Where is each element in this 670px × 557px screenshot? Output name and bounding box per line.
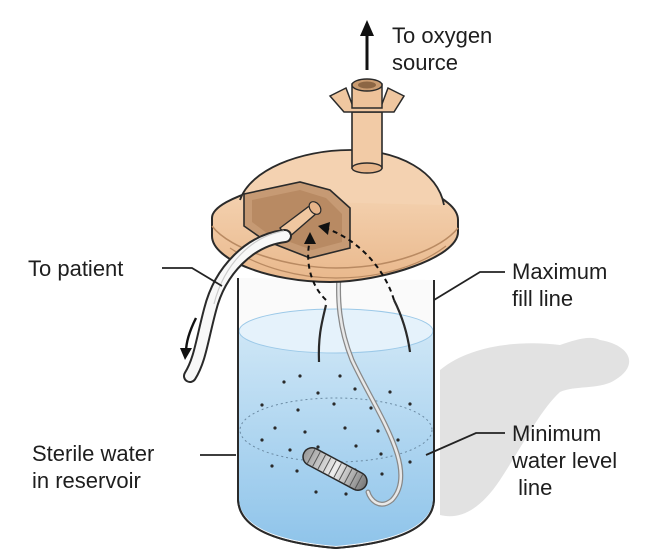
vapor-curve-left [317, 304, 328, 363]
max-fill-label: Maximum fill line [512, 259, 608, 311]
oxygen-arrow [360, 20, 374, 70]
patient-label: To patient [28, 256, 124, 281]
water [239, 315, 433, 546]
sterile-water-label: Sterile water in reservoir [32, 441, 155, 493]
water-surface [238, 308, 434, 354]
bubbles [260, 374, 412, 496]
inlet-stem [351, 111, 383, 169]
min-water-label: Minimum water level line [512, 421, 618, 500]
oxygen-source-label: To oxygen source [392, 23, 493, 75]
leader-lines [162, 267, 505, 456]
patient-flow-arrow [180, 317, 198, 360]
diffuser [302, 447, 368, 491]
vapor-curve-right [393, 299, 412, 353]
wing-nut [328, 86, 406, 113]
jar-shadow [440, 337, 630, 517]
jar-outline [237, 278, 435, 550]
flow-arrow-right [324, 227, 395, 301]
